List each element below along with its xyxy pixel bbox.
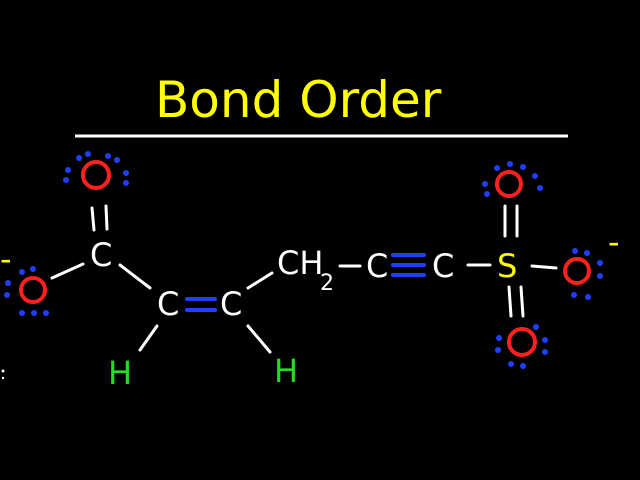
carbon-5: C — [432, 247, 454, 285]
bond-c3-ch2 — [246, 271, 274, 290]
charge-left: - — [0, 240, 12, 278]
sulfur: S — [497, 247, 517, 285]
ch2-group: CH — [277, 244, 323, 282]
carbon-4: C — [366, 247, 388, 285]
charge-right: - — [608, 223, 620, 261]
oxygen-top-right: O — [482, 161, 543, 198]
bond-o-c1 — [50, 262, 85, 280]
oxygen-bottom-right: O — [495, 324, 548, 369]
bond-c1-c2 — [118, 263, 152, 290]
ch2-subscript: 2 — [320, 271, 334, 296]
bond-c3-h2 — [246, 324, 272, 354]
lone-pair-dots — [571, 248, 603, 300]
bond-s-o-right — [530, 264, 558, 270]
carbon-3: C — [220, 285, 242, 323]
oxygen-top-left: O — [63, 151, 129, 190]
bond-c2-h1 — [138, 324, 159, 352]
hydrogen-1: H — [108, 354, 132, 392]
oxygen-left: O — [4, 266, 49, 316]
lone-pair-dots — [482, 161, 543, 197]
stray-mark — [1, 369, 5, 373]
lone-pair-dots — [495, 324, 548, 369]
carbon-2: C — [157, 285, 179, 323]
lone-pair-dots — [4, 266, 49, 316]
carbon-1: C — [90, 236, 112, 274]
bond-c1-o-double — [90, 206, 96, 232]
lone-pair-dots — [63, 151, 129, 186]
oxygen-right: O — [563, 248, 603, 300]
title: Bond Order — [155, 71, 442, 129]
bond-s-o-bottom-double — [507, 285, 513, 318]
bonds — [50, 204, 558, 354]
hydrogen-2: H — [274, 352, 298, 390]
stray-mark — [1, 376, 5, 380]
